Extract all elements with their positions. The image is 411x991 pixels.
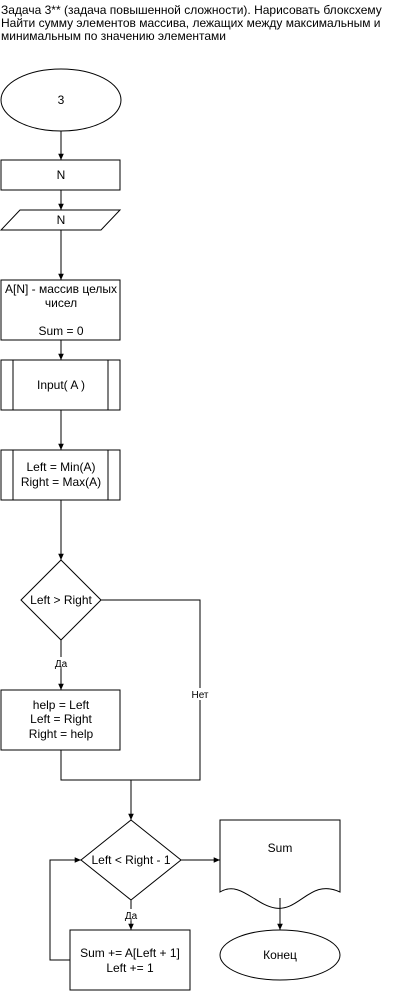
swap-process-node[interactable]: help = Left Left = Right Right = help [0, 689, 121, 751]
diagram-title: Задача 3** (задача повышенной сложности)… [1, 3, 382, 43]
array-decl-line-1: A[N] - массив целых [5, 282, 117, 296]
swap-line-3: Right = help [29, 727, 94, 741]
decision-1-label: Left > Right [30, 593, 92, 607]
minmax-line-2: Right = Max(A) [21, 475, 101, 489]
edge-swap-merge [60, 750, 131, 781]
decision-left-lt-right-minus-1[interactable]: Left < Right - 1 [80, 819, 182, 901]
input-array-subprocess[interactable]: Input( A ) [0, 359, 121, 411]
start-label: 3 [58, 93, 65, 107]
edge-yes-label-2: Да [125, 911, 138, 922]
n-input-node[interactable]: N [0, 209, 122, 231]
swap-line-2: Left = Right [30, 712, 92, 726]
decision-left-gt-right[interactable]: Left > Right [20, 559, 102, 641]
swap-line-1: help = Left [33, 698, 90, 712]
edge-loop-back [49, 857, 81, 961]
input-array-label: Input( A ) [37, 378, 85, 392]
edge-yes-label-1: Да [55, 659, 68, 670]
end-label: Конец [263, 948, 297, 962]
output-label: Sum [268, 841, 293, 855]
n-process-label: N [57, 168, 66, 182]
n-process-node[interactable]: N [0, 159, 121, 191]
n-input-label: N [57, 213, 66, 227]
minmax-line-1: Left = Min(A) [26, 460, 95, 474]
minmax-subprocess[interactable]: Left = Min(A) Right = Max(A) [0, 449, 121, 501]
start-node[interactable]: 3 [0, 68, 122, 132]
array-decl-node[interactable]: A[N] - массив целых чисел Sum = 0 [0, 279, 121, 341]
sum-loop-process-node[interactable]: Sum += A[Left + 1] Left += 1 [69, 929, 191, 991]
array-decl-line-2: чисел [45, 296, 77, 310]
sum-loop-line-2: Left += 1 [106, 961, 154, 975]
sum-loop-line-1: Sum += A[Left + 1] [80, 946, 180, 960]
end-node[interactable]: Конец [219, 929, 341, 981]
output-document-node[interactable]: Sum [219, 819, 341, 909]
edge-no-label: Нет [191, 690, 208, 701]
decision-2-label: Left < Right - 1 [91, 853, 170, 867]
array-decl-line-4: Sum = 0 [38, 324, 83, 338]
